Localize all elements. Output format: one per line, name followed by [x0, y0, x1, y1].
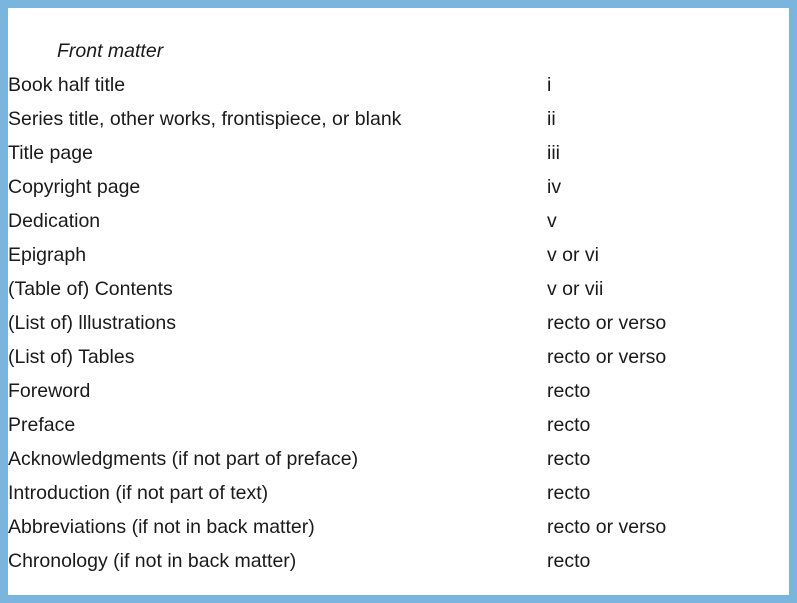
row-label: Series title, other works, frontispiece,…	[8, 108, 402, 130]
table-row: (Table of) Contents v or vii	[8, 272, 797, 306]
row-label: Foreword	[8, 380, 91, 402]
row-label: (List of) Tables	[8, 346, 135, 368]
row-label: Book half title	[8, 74, 126, 96]
row-label: Introduction (if not part of text)	[8, 482, 269, 504]
row-label: (List of) lllustrations	[8, 312, 176, 334]
table-row: Copyright page iv	[8, 170, 797, 204]
row-label: Epigraph	[8, 244, 87, 266]
row-label: Abbreviations (if not in back matter)	[8, 516, 315, 538]
row-label: (Table of) Contents	[8, 278, 173, 300]
table-row: Preface recto	[8, 408, 797, 442]
row-label: Dedication	[8, 210, 101, 232]
row-label: Chronology (if not in back matter)	[8, 550, 297, 572]
table-row: Chronology (if not in back matter) recto	[8, 544, 797, 578]
table-row: Introduction (if not part of text) recto	[8, 476, 797, 510]
table-row: Series title, other works, frontispiece,…	[8, 102, 797, 136]
row-page-reference: recto	[547, 380, 591, 402]
table-row: Abbreviations (if not in back matter) re…	[8, 510, 797, 544]
row-page-reference: v or vii	[547, 278, 604, 300]
row-page-reference: recto or verso	[547, 312, 667, 334]
table-row: (List of) lllustrations recto or verso	[8, 306, 797, 340]
row-label: Preface	[8, 414, 76, 436]
row-page-reference: iii	[547, 142, 560, 164]
table-row: Title page iii	[8, 136, 797, 170]
row-page-reference: recto or verso	[547, 346, 667, 368]
section-heading-front-matter: Front matter	[57, 40, 164, 62]
row-label: Copyright page	[8, 176, 141, 198]
table-row: Dedication v	[8, 204, 797, 238]
row-page-reference: recto or verso	[547, 516, 667, 538]
front-matter-table: Book half title i Series title, other wo…	[8, 68, 797, 578]
table-row: Acknowledgments (if not part of preface)…	[8, 442, 797, 476]
row-page-reference: recto	[547, 550, 591, 572]
table-row: Foreword recto	[8, 374, 797, 408]
row-label: Title page	[8, 142, 93, 164]
row-page-reference: recto	[547, 482, 591, 504]
row-page-reference: v or vi	[547, 244, 600, 266]
row-page-reference: ii	[547, 108, 556, 130]
row-page-reference: recto	[547, 414, 591, 436]
table-row: (List of) Tables recto or verso	[8, 340, 797, 374]
row-label: Acknowledgments (if not part of preface)	[8, 448, 359, 470]
front-matter-table-body: Book half title i Series title, other wo…	[8, 68, 797, 578]
row-page-reference: i	[547, 74, 552, 96]
table-row: Epigraph v or vi	[8, 238, 797, 272]
row-page-reference: recto	[547, 448, 591, 470]
row-page-reference: v	[547, 210, 557, 232]
document-sheet: Front matter Book half title i Series ti…	[8, 8, 789, 595]
table-row: Book half title i	[8, 68, 797, 102]
row-page-reference: iv	[547, 176, 562, 198]
